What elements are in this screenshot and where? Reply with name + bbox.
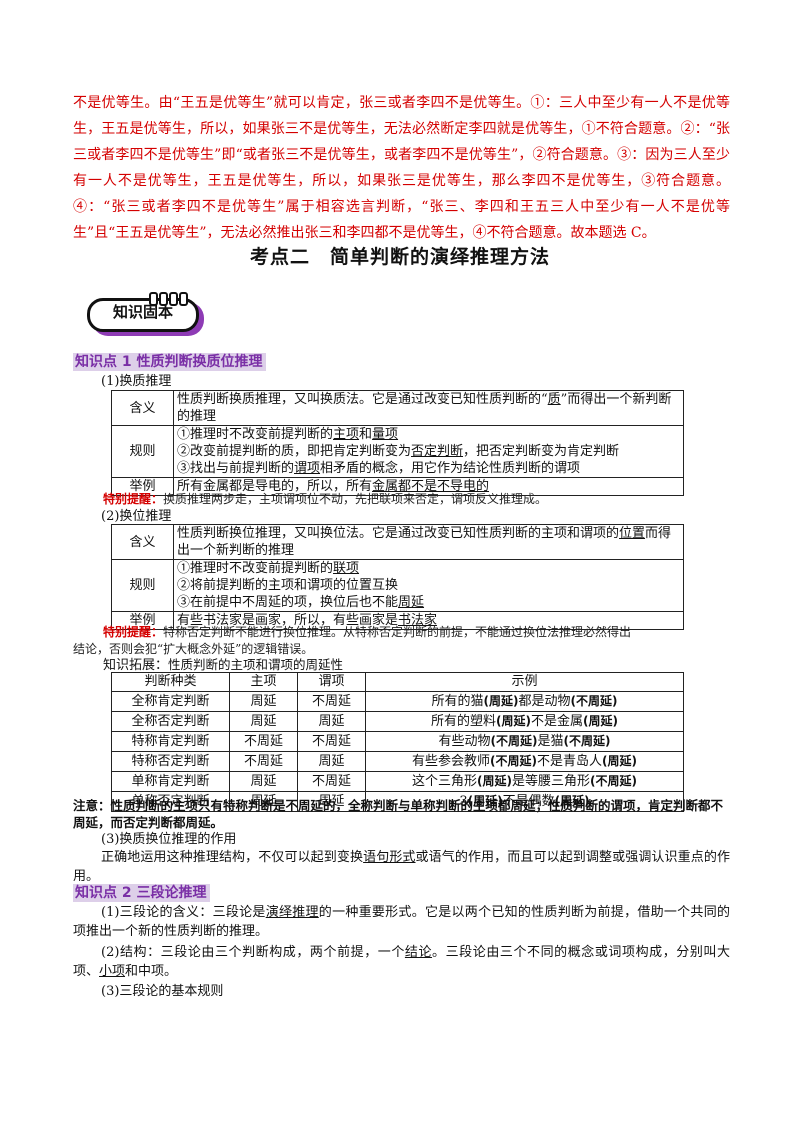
- row-label: 规则: [111, 425, 174, 478]
- row-label: 含义: [111, 524, 174, 560]
- table-row: 全称肯定判断周延不周延 所有的猫(周延)都是动物(不周延): [111, 691, 684, 712]
- meaning-cell: 性质判断换质推理，又叫换质法。它是通过改变已知性质判断的“质”而得出一个新判断的…: [173, 390, 684, 426]
- table-header-row: 判断种类 主项 谓项 示例: [111, 672, 684, 692]
- syllogism-rules-heading: (3)三段论的基本规则: [101, 984, 224, 999]
- rules-cell: ①推理时不改变前提判断的联项 ②将前提判断的主项和谓项的位置互换 ③在前提中不周…: [173, 559, 684, 612]
- section-title: 考点二 简单判断的演绎推理方法: [249, 246, 550, 268]
- binder-ring-icon: [179, 292, 188, 306]
- syllogism-meaning: (1)三段论的含义：三段论是演绎推理的一种重要形式。它是以两个已知的性质判断为前…: [73, 905, 730, 939]
- header-cell: 谓项: [297, 672, 366, 692]
- binder-ring-icon: [169, 292, 178, 306]
- binder-ring-icon: [159, 292, 168, 306]
- subheading-function: (3)换质换位推理的作用: [101, 832, 237, 847]
- row-label: 举例: [111, 477, 174, 496]
- table-row: 全称否定判断周延周延 所有的塑料(周延)不是金属(周延): [111, 711, 684, 732]
- table-row: 单称肯定判断周延不周延 这个三角形(周延)是等腰三角形(不周延): [111, 771, 684, 792]
- header-cell: 示例: [365, 672, 684, 692]
- header-cell: 判断种类: [111, 672, 230, 692]
- knowledge-extension: 知识拓展：性质判断的主项和谓项的周延性: [103, 657, 344, 673]
- header-cell: 主项: [229, 672, 298, 692]
- subheading-conversion: (1)换质推理: [101, 374, 172, 389]
- distribution-note: 注意：性质判断的主项只有特称判断是不周延的，全称判断与单称判断的主项都周延；性质…: [73, 798, 724, 830]
- kp1-heading: 知识点 1 性质判断换质位推理: [73, 353, 266, 371]
- meaning-cell: 性质判断换位推理，又叫换位法。它是通过改变已知性质判断的主项和谓项的位置而得出一…: [173, 524, 684, 560]
- kp2-heading: 知识点 2 三段论推理: [73, 884, 210, 902]
- distribution-table: 判断种类 主项 谓项 示例 全称肯定判断周延不周延 所有的猫(周延)都是动物(不…: [111, 672, 684, 812]
- obversion-table: 含义 性质判断换质推理，又叫换质法。它是通过改变已知性质判断的“质”而得出一个新…: [111, 390, 684, 496]
- row-label: 规则: [111, 559, 174, 612]
- conversion-table: 含义 性质判断换位推理，又叫换位法。它是通过改变已知性质判断的主项和谓项的位置而…: [111, 524, 684, 630]
- row-label: 含义: [111, 390, 174, 426]
- badge-label: 知识固本: [112, 303, 173, 321]
- function-paragraph: 正确地运用这种推理结构，不仅可以起到变换语句形式或语气的作用，而且可以起到调整或…: [73, 850, 730, 884]
- example-cell: 有些书法家是画家，所以，有些画家是书法家: [173, 611, 684, 630]
- tip-conversion: 特别提醒：特称否定判断不能进行换位推理。从特称否定判断的前提，不能通过换位法推理…: [103, 625, 632, 639]
- tip-conversion-cont: 结论，否则会犯“扩大概念外延”的逻辑错误。: [73, 642, 314, 656]
- rules-cell: ①推理时不改变前提判断的主项和量项 ②改变前提判断的质，即把肯定判断变为否定判断…: [173, 425, 684, 478]
- table-row: 特称否定判断不周延周延 有些参会教师(不周延)不是青岛人(周延): [111, 751, 684, 772]
- knowledge-badge: 知识固本: [87, 292, 205, 338]
- table-row: 单称否定判断周延周延 3(周延)不是偶数(周延): [111, 791, 684, 812]
- binder-ring-icon: [149, 292, 158, 306]
- answer-explanation: 不是优等生。由“王五是优等生”就可以肯定，张三或者李四不是优等生。①：三人中至少…: [73, 95, 730, 241]
- tip-obversion: 特别提醒：换质推理两步走，主项谓项位不动，先把联项来否定，谓项反义推理成。: [103, 492, 548, 506]
- subheading-conversion-position: (2)换位推理: [101, 509, 172, 524]
- example-cell: 所有金属都是导电的，所以，所有金属都不是不导电的: [173, 477, 684, 496]
- table-row: 特称肯定判断不周延不周延 有些动物(不周延)是猫(不周延): [111, 731, 684, 752]
- syllogism-structure: (2)结构：三段论由三个判断构成，两个前提，一个结论。三段论由三个不同的概念或词…: [73, 945, 730, 979]
